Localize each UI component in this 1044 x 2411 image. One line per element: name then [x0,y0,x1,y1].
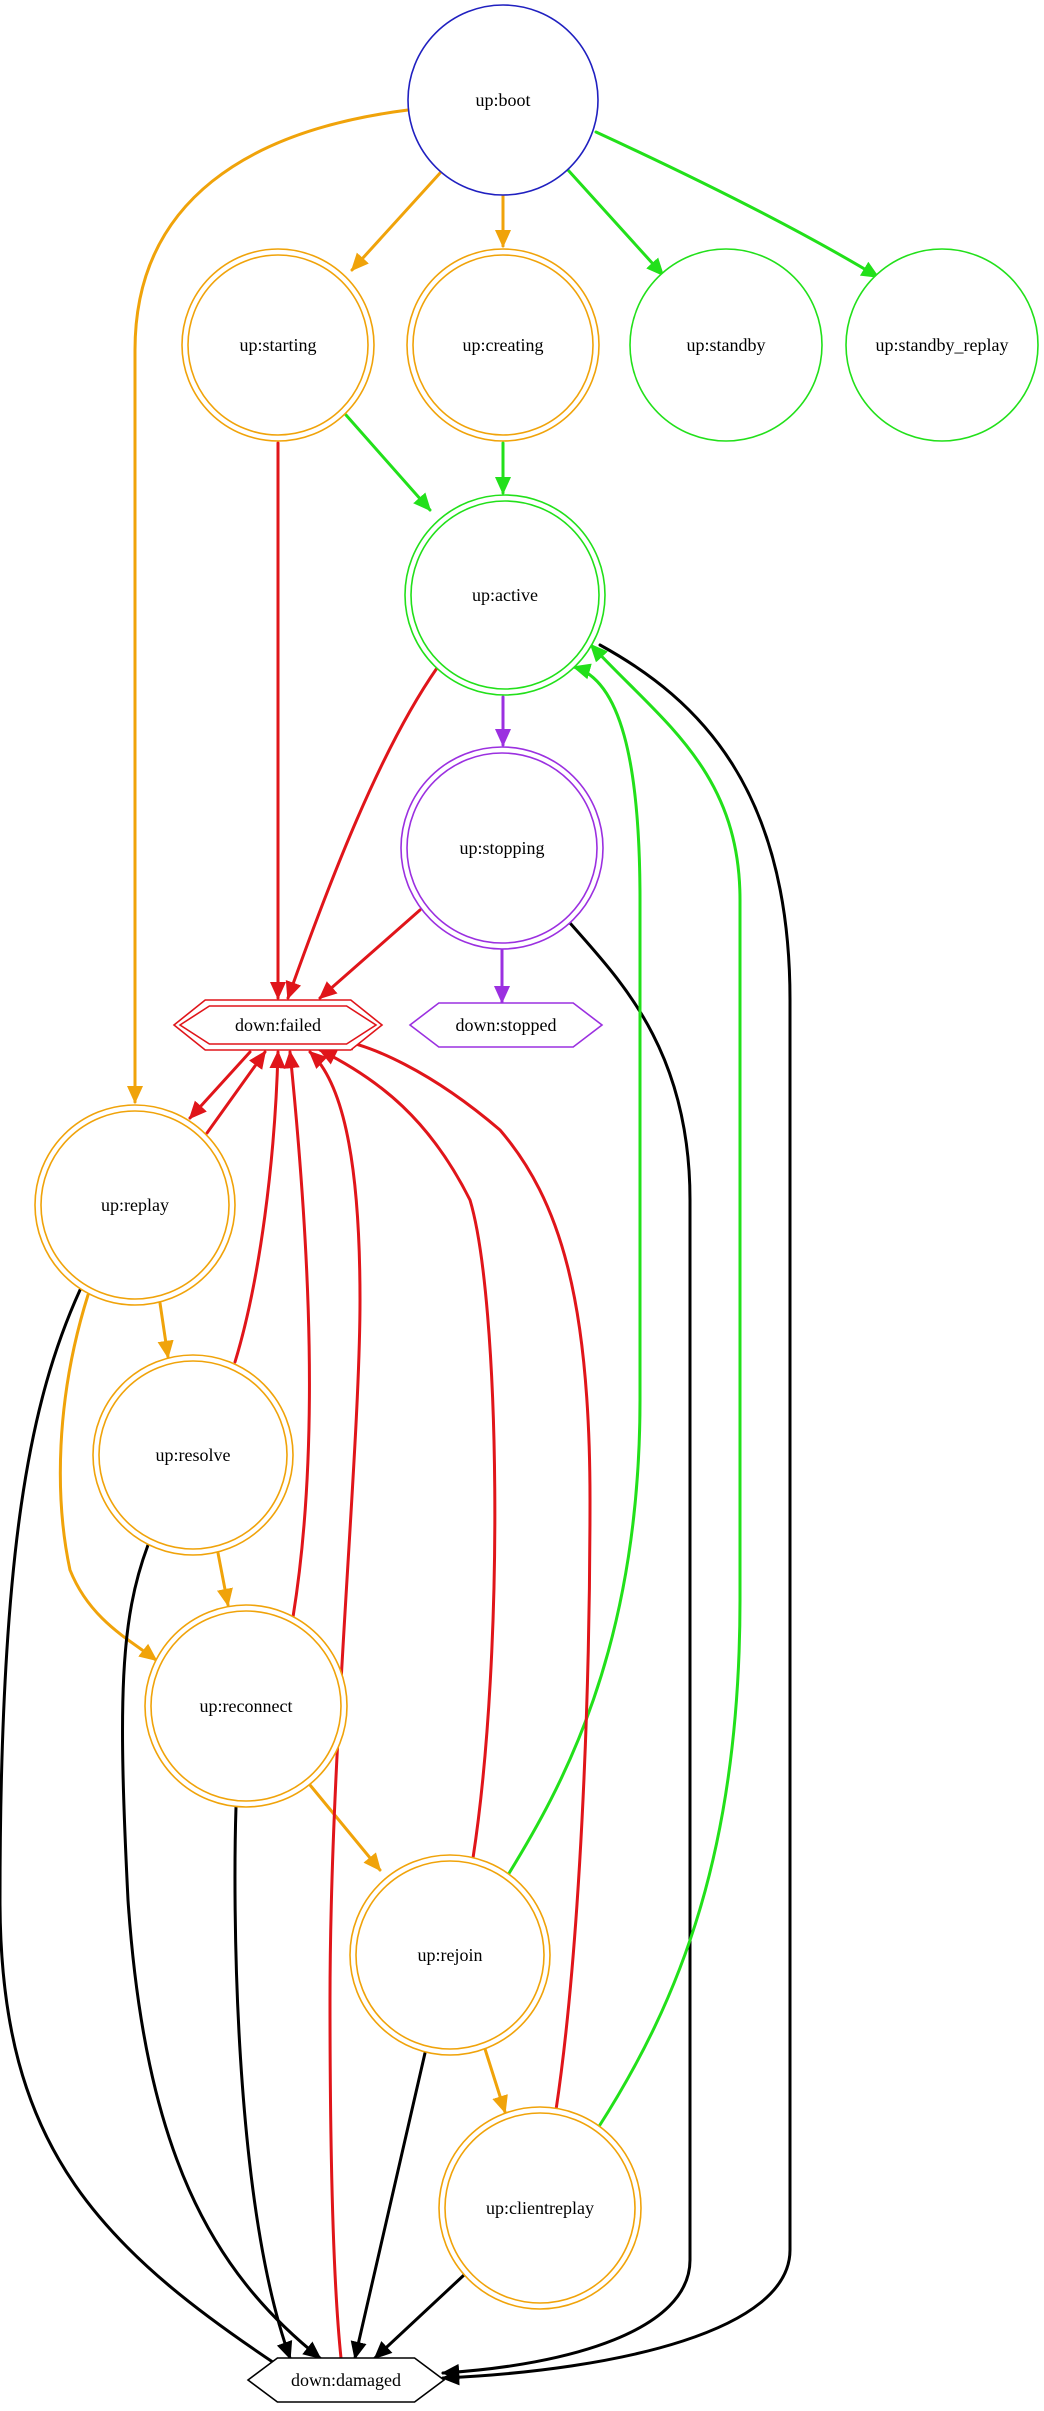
node-inner-outline [406,752,598,944]
node-outline [246,2357,446,2403]
edge-rejoin-to-failed [318,1048,497,1860]
edge-replay-to-damaged [0,1288,302,2382]
node-label: up:stopping [459,838,544,858]
edge-active-to-damaged [441,643,792,2386]
node-label: down:stopped [456,1015,557,1035]
edge-resolve-to-damaged [121,1543,322,2360]
node-label: up:reconnect [200,1696,293,1716]
node-label: up:active [472,585,538,605]
node-outline [629,248,823,442]
edges-layer [0,108,880,2386]
edge-clientreplay-to-failed [336,1034,592,2112]
edge-boot-to-standby [566,168,665,277]
node-inner-outline [412,254,594,436]
nodes-layer: up:boot up:starting up:creating up:standby u… [34,4,1039,2403]
node-label: up:boot [475,90,530,110]
edge-reconnect-to-damaged [233,1805,293,2360]
node-label: up:creating [463,335,544,355]
edge-reconnect-to-failed [283,1050,311,1619]
node-inner-outline [410,500,600,690]
node-outline [408,1002,604,1048]
edge-active-to-failed [285,666,439,1000]
edge-replay-to-reconnect [58,1293,158,1662]
node-inner-outline [444,2112,636,2304]
node-standby-replay: up:standby_replay [845,248,1039,442]
node-creating: up:creating [406,248,600,442]
node-inner-outline [150,1610,342,1802]
edge-resolve-to-reconnect [216,1551,233,1607]
node-inner-outline [178,1005,378,1045]
node-stopping: up:stopping [400,746,604,950]
node-inner-outline [40,1110,230,1300]
node-resolve: up:resolve [92,1354,294,1556]
edge-boot-to-replay [126,108,410,1104]
edge-damaged-to-failed [308,1050,362,2360]
node-rejoin: up:rejoin [349,1854,551,2056]
edge-boot-to-standby_replay [594,130,880,279]
node-inner-outline [98,1360,288,1550]
edge-replay-to-failed [205,1050,267,1135]
edge-failed-to-replay [188,1050,252,1120]
node-outline [407,4,599,196]
node-outline [845,248,1039,442]
edge-stopping-to-failed [318,908,422,1000]
edge-starting-to-active [344,413,432,512]
edge-reconnect-to-rejoin [308,1783,382,1872]
edge-rejoin-to-active [506,663,642,1877]
node-standby: up:standby [629,248,823,442]
node-inner-outline [187,254,369,436]
node-failed: down:failed [172,999,384,1051]
node-label: up:replay [101,1195,169,1215]
edge-boot-to-starting [350,170,443,272]
node-clientreplay: up:clientreplay [438,2106,642,2310]
node-label: down:damaged [291,2370,401,2390]
node-boot: up:boot [407,4,599,196]
node-label: up:rejoin [418,1945,483,1965]
node-label: up:standby_replay [876,335,1009,355]
node-starting: up:starting [181,248,375,442]
node-active: up:active [404,494,606,696]
edge-rejoin-to-clientreplay [483,2047,508,2114]
node-damaged: down:damaged [246,2357,446,2403]
edge-replay-to-resolve [157,1301,174,1359]
node-label: up:resolve [156,1445,231,1465]
edge-stopping-to-damaged [441,921,692,2381]
node-inner-outline [355,1860,545,2050]
node-label: up:clientreplay [486,2198,594,2218]
edge-clientreplay-to-damaged [373,2273,466,2360]
node-label: down:failed [235,1015,321,1035]
node-stopped: down:stopped [408,1002,604,1048]
edge-resolve-to-failed [233,1050,286,1364]
node-label: up:starting [240,335,317,355]
edge-rejoin-to-damaged [350,2051,427,2360]
node-reconnect: up:reconnect [144,1604,348,1808]
node-replay: up:replay [34,1104,236,1306]
edge-clientreplay-to-active [589,643,742,2130]
node-label: up:standby [687,335,766,355]
